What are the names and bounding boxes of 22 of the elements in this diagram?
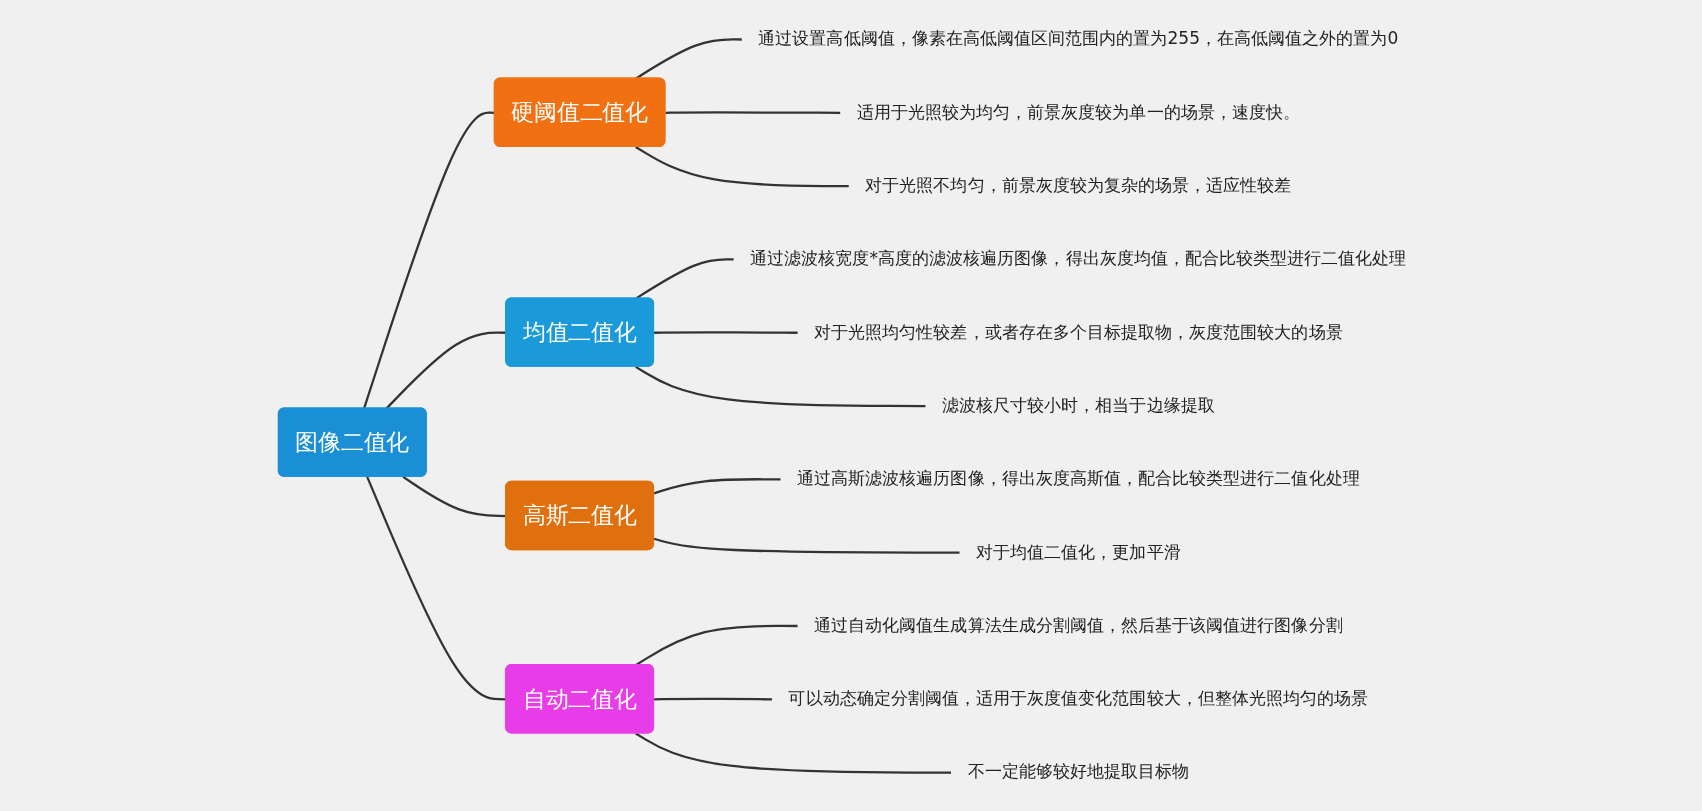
connector [654, 697, 772, 701]
connector [635, 732, 952, 774]
node-text: 滤波核尺寸较小时，相当于边缘提取 [941, 394, 1215, 416]
connector [653, 478, 781, 495]
node-text: 通过设置高低阈值，像素在高低阈值区间范围内的置为255，在高低阈值之外的置为0 [758, 28, 1399, 49]
node-text: 对于均值二值化，更加平滑 [976, 541, 1181, 563]
node-text: 对于光照均匀性较差，或者存在多个目标提取物，灰度范围较大的场景 [814, 321, 1343, 343]
connector [635, 145, 849, 188]
node-text: 适用于光照较为均匀，前景灰度较为单一的场景，速度快。 [856, 101, 1300, 123]
node-text: 对于光照不均匀，前景灰度较为复杂的场景，适应性较差 [865, 175, 1292, 196]
connector [635, 38, 742, 80]
node-text: 可以动态确定分割阈值，适用于灰度值变化范围较大，但整体光照均匀的场景 [788, 688, 1369, 709]
node-text: 通过高斯滤波核遍历图像，得出灰度高斯值，配合比较类型进行二值化处理 [797, 468, 1360, 489]
connector [635, 258, 734, 300]
node-text: 不一定能够较好地提取目标物 [967, 761, 1190, 783]
node-text: 通过自动化阈值生成算法生成分割阈值，然后基于该阈值进行图像分割 [814, 614, 1343, 636]
connector [362, 111, 495, 409]
connector [654, 331, 798, 334]
node-text: 通过滤波核宽度*高度的滤波核遍历图像，得出灰度均值，配合比较类型进行二值化处理 [750, 248, 1407, 269]
connector [635, 365, 926, 408]
connector [665, 111, 841, 114]
connector [653, 537, 960, 554]
